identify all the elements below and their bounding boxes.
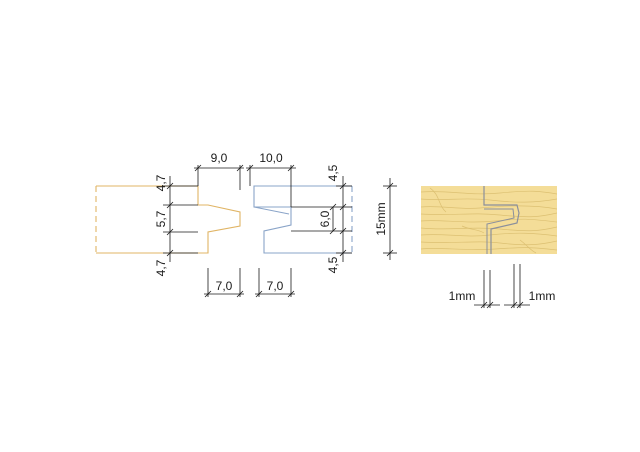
label-groove-bottom: 4,5 bbox=[326, 256, 340, 273]
tongue-profile bbox=[95, 185, 241, 254]
label-groove-top: 4,5 bbox=[326, 164, 340, 181]
gap-dimensions bbox=[474, 264, 530, 309]
label-gap-left: 1mm bbox=[449, 289, 476, 303]
label-gap-right: 1mm bbox=[529, 289, 556, 303]
label-tongue-width-bottom: 7,0 bbox=[216, 279, 233, 293]
groove-profile bbox=[253, 185, 353, 254]
label-tongue-width-top: 9,0 bbox=[211, 151, 228, 165]
thickness-dimension bbox=[383, 178, 397, 260]
label-board-thickness: 15mm bbox=[374, 202, 388, 235]
groove-dimensions bbox=[246, 164, 352, 298]
assembled-joint bbox=[421, 186, 557, 254]
tongue-outline bbox=[96, 185, 241, 254]
label-groove-width-bottom: 7,0 bbox=[267, 279, 284, 293]
label-groove-width-top: 10,0 bbox=[259, 151, 283, 165]
label-groove-mid: 6,0 bbox=[318, 210, 332, 227]
label-tongue-top: 4,7 bbox=[154, 174, 168, 191]
label-tongue-mid: 5,7 bbox=[154, 210, 168, 227]
groove-inner-line bbox=[253, 206, 290, 215]
joint-line bbox=[483, 186, 520, 254]
label-tongue-bottom: 4,7 bbox=[154, 259, 168, 276]
tongue-dimensions bbox=[163, 164, 244, 298]
wood-grain bbox=[421, 187, 557, 254]
joint-line-inner bbox=[484, 208, 515, 254]
groove-outline bbox=[253, 185, 352, 254]
